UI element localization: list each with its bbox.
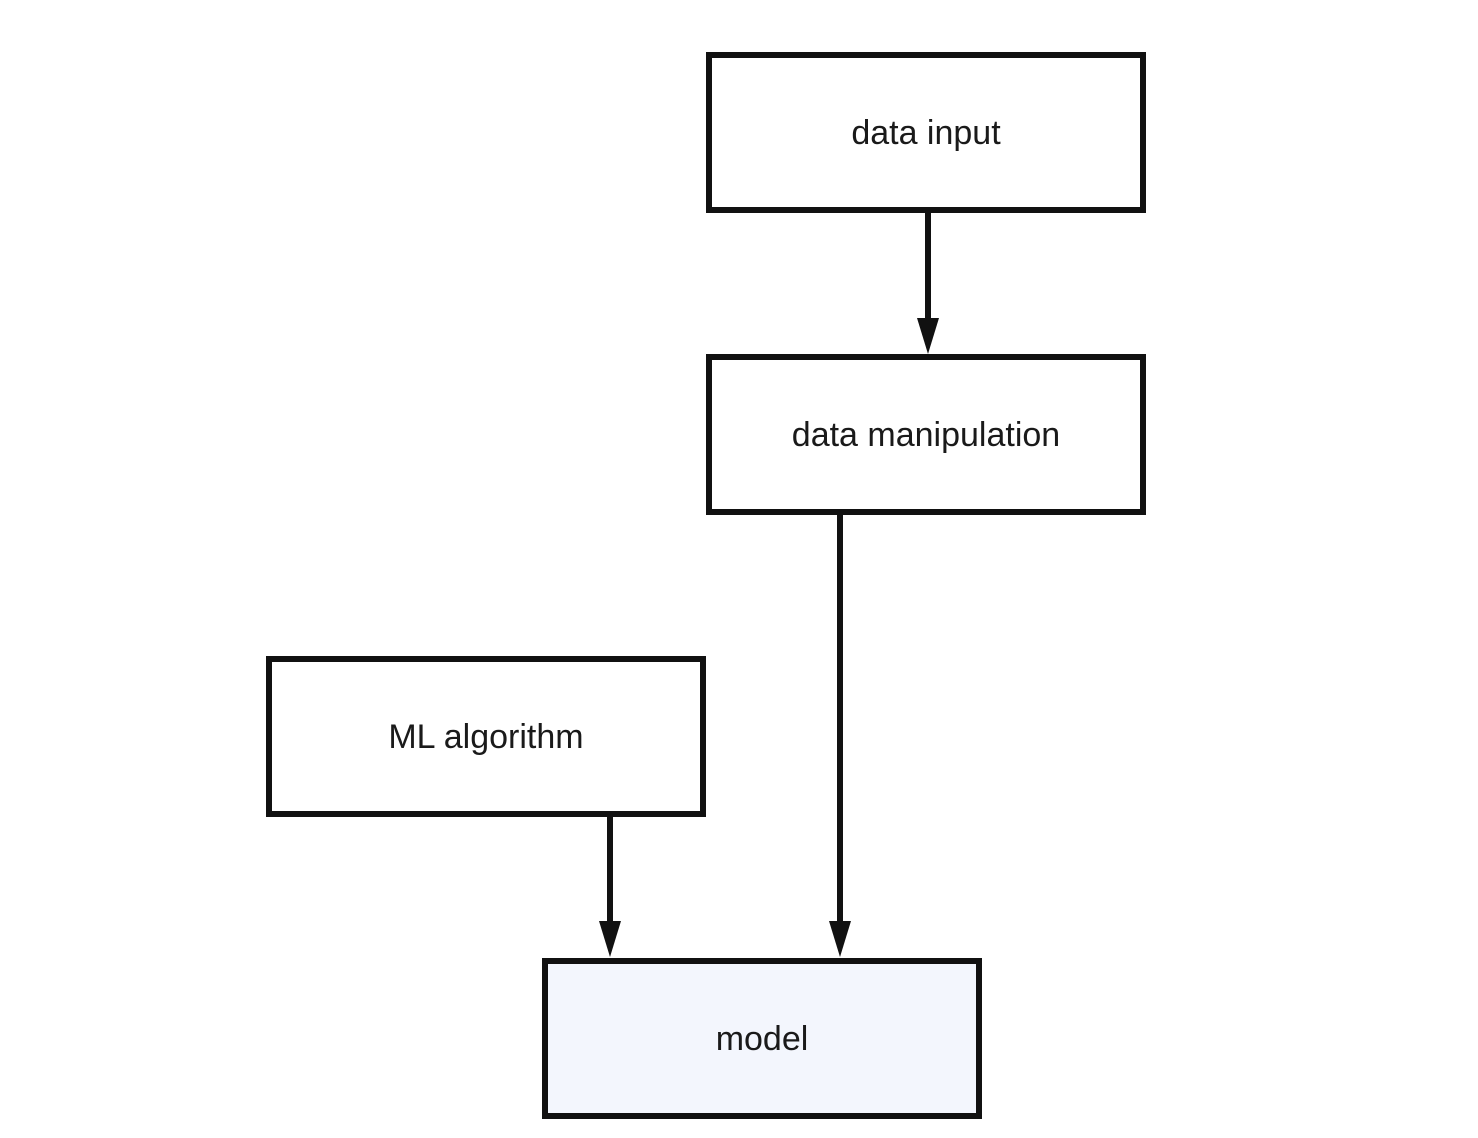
edges	[599, 211, 939, 957]
node-box	[706, 52, 1146, 213]
node-box	[706, 354, 1146, 515]
edge-data-manipulation-to-model	[829, 514, 851, 957]
node-data-manipulation[interactable]: data manipulation	[706, 354, 1146, 515]
node-label: model	[716, 1020, 809, 1058]
node-ml-algorithm[interactable]: ML algorithm	[266, 656, 706, 817]
node-label: ML algorithm	[388, 718, 583, 756]
arrow-head	[829, 921, 851, 957]
node-box	[266, 656, 706, 817]
arrow-head	[917, 318, 939, 354]
node-data-input[interactable]: data input	[706, 52, 1146, 213]
edge-data-input-to-data-manipulation	[917, 211, 939, 354]
arrow-head	[599, 921, 621, 957]
edge-ml-algorithm-to-model	[599, 815, 621, 957]
node-model[interactable]: model	[542, 958, 982, 1119]
node-label: data input	[851, 114, 1001, 152]
node-box	[542, 958, 982, 1119]
node-label: data manipulation	[792, 416, 1060, 454]
